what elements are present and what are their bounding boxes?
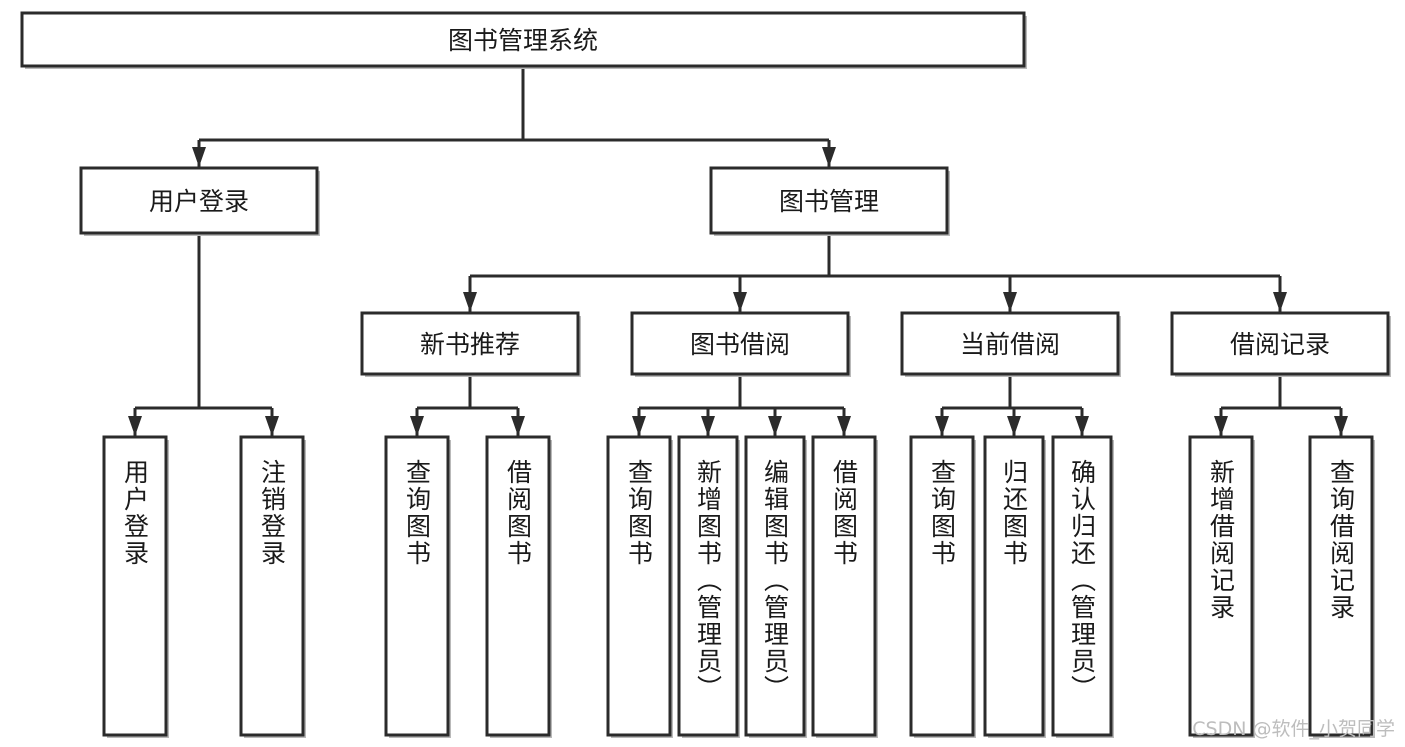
node-leaf-2[interactable]: 查询图书 [384, 435, 451, 738]
connector-group-book-mgmt [463, 233, 1287, 312]
node-rect[interactable] [709, 166, 949, 235]
node-rect[interactable] [1188, 435, 1254, 737]
node-label: 借阅记录 [1230, 330, 1330, 359]
node-leaf-1[interactable]: 注销登录 [239, 435, 306, 738]
arrow-down-icon [935, 416, 949, 436]
node-leaf-10[interactable]: 确认归还（管理员） [1051, 435, 1114, 738]
connectors-layer [128, 66, 1348, 436]
node-rect[interactable] [744, 435, 806, 737]
arrow-down-icon [701, 416, 715, 436]
node-label: 确认归还（管理员） [1068, 459, 1097, 702]
node-label: 查询图书 [403, 459, 432, 567]
node-rect[interactable] [485, 435, 551, 737]
node-label: 用户登录 [121, 459, 150, 567]
node-label: 图书管理系统 [448, 26, 598, 55]
arrow-down-icon [1273, 292, 1287, 312]
node-leaf-0[interactable]: 用户登录 [102, 435, 169, 738]
node-l3-0[interactable]: 新书推荐 [360, 311, 581, 377]
arrow-down-icon [1003, 292, 1017, 312]
node-leaf-6[interactable]: 编辑图书（管理员） [744, 435, 807, 738]
node-rect[interactable] [79, 166, 319, 235]
arrow-down-icon [265, 416, 279, 436]
node-rect[interactable] [677, 435, 739, 737]
arrow-down-icon [632, 416, 646, 436]
node-leaf-5[interactable]: 新增图书（管理员） [677, 435, 740, 738]
node-label: 编辑图书（管理员） [761, 459, 790, 702]
node-leaf-11[interactable]: 新增借阅记录 [1188, 435, 1255, 738]
arrow-down-icon [1007, 416, 1021, 436]
node-label: 用户登录 [149, 187, 249, 216]
node-label: 新书推荐 [420, 330, 520, 359]
node-rect[interactable] [20, 11, 1026, 68]
node-rect[interactable] [239, 435, 305, 737]
node-leaf-9[interactable]: 归还图书 [983, 435, 1046, 738]
node-l3-2[interactable]: 当前借阅 [900, 311, 1121, 377]
arrow-down-icon [410, 416, 424, 436]
connector-group-l3-2 [935, 374, 1089, 436]
node-rect[interactable] [1051, 435, 1113, 737]
node-label: 图书管理 [779, 187, 879, 216]
node-l2-1[interactable]: 图书管理 [709, 166, 950, 236]
arrow-down-icon [1334, 416, 1348, 436]
node-label: 当前借阅 [960, 330, 1060, 359]
arrow-down-icon [768, 416, 782, 436]
node-rect[interactable] [811, 435, 877, 737]
node-rect[interactable] [1170, 311, 1390, 376]
node-rect[interactable] [102, 435, 168, 737]
node-rect[interactable] [360, 311, 580, 376]
node-leaf-8[interactable]: 查询图书 [909, 435, 976, 738]
node-rect[interactable] [900, 311, 1120, 376]
node-l2-0[interactable]: 用户登录 [79, 166, 320, 236]
connector-group-root [192, 66, 836, 167]
node-l3-1[interactable]: 图书借阅 [630, 311, 851, 377]
arrow-down-icon [1075, 416, 1089, 436]
arrow-down-icon [822, 147, 836, 167]
nodes-layer: 图书管理系统用户登录图书管理新书推荐图书借阅当前借阅借阅记录用户登录注销登录查询… [20, 11, 1391, 738]
node-rect[interactable] [606, 435, 672, 737]
arrow-down-icon [192, 147, 206, 167]
node-l3-3[interactable]: 借阅记录 [1170, 311, 1391, 377]
node-rect[interactable] [630, 311, 850, 376]
node-rect[interactable] [983, 435, 1045, 737]
node-leaf-4[interactable]: 查询图书 [606, 435, 673, 738]
node-label: 归还图书 [1000, 459, 1029, 567]
node-rect[interactable] [1308, 435, 1374, 737]
arrow-down-icon [733, 292, 747, 312]
connector-group-l3-1 [632, 374, 851, 436]
node-rect[interactable] [384, 435, 450, 737]
node-rect[interactable] [909, 435, 975, 737]
arrow-down-icon [837, 416, 851, 436]
node-label: 新增图书（管理员） [694, 459, 723, 702]
node-label: 借阅图书 [830, 459, 859, 567]
node-label: 注销登录 [258, 459, 287, 567]
node-label: 新增借阅记录 [1207, 459, 1236, 621]
node-leaf-12[interactable]: 查询借阅记录 [1308, 435, 1375, 738]
node-label: 查询借阅记录 [1327, 459, 1356, 621]
arrow-down-icon [128, 416, 142, 436]
node-label: 图书借阅 [690, 330, 790, 359]
node-label: 借阅图书 [504, 459, 533, 567]
arrow-down-icon [463, 292, 477, 312]
connector-group-l3-0 [410, 374, 525, 436]
node-leaf-7[interactable]: 借阅图书 [811, 435, 878, 738]
node-label: 查询图书 [928, 459, 957, 567]
node-leaf-3[interactable]: 借阅图书 [485, 435, 552, 738]
connector-group-user-login [128, 233, 279, 436]
arrow-down-icon [1214, 416, 1228, 436]
arrow-down-icon [511, 416, 525, 436]
connector-group-l3-3 [1214, 374, 1348, 436]
node-label: 查询图书 [625, 459, 654, 567]
node-root-0[interactable]: 图书管理系统 [20, 11, 1027, 69]
